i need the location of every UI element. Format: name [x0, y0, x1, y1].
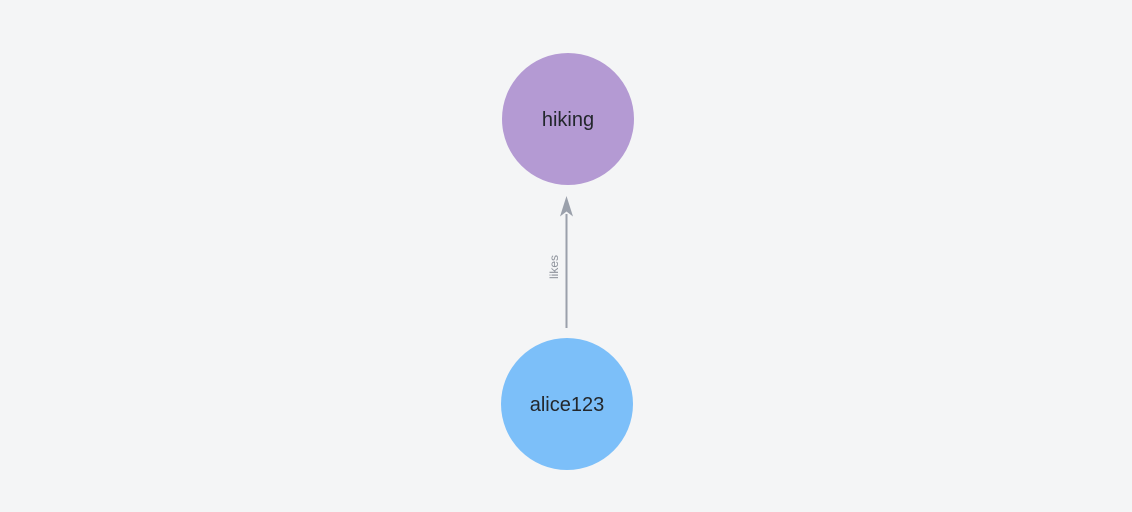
node-hiking[interactable]: hiking [502, 53, 634, 185]
node-alice123[interactable]: alice123 [501, 338, 633, 470]
edge-alice123-hiking[interactable]: likes [547, 196, 573, 328]
node-alice123-circle[interactable] [501, 338, 633, 470]
node-alice123-label: alice123 [530, 394, 605, 416]
edge-arrowhead [560, 196, 573, 217]
node-hiking-circle[interactable] [502, 53, 634, 185]
edge-label: likes [547, 255, 561, 279]
node-hiking-label: hiking [542, 109, 594, 131]
